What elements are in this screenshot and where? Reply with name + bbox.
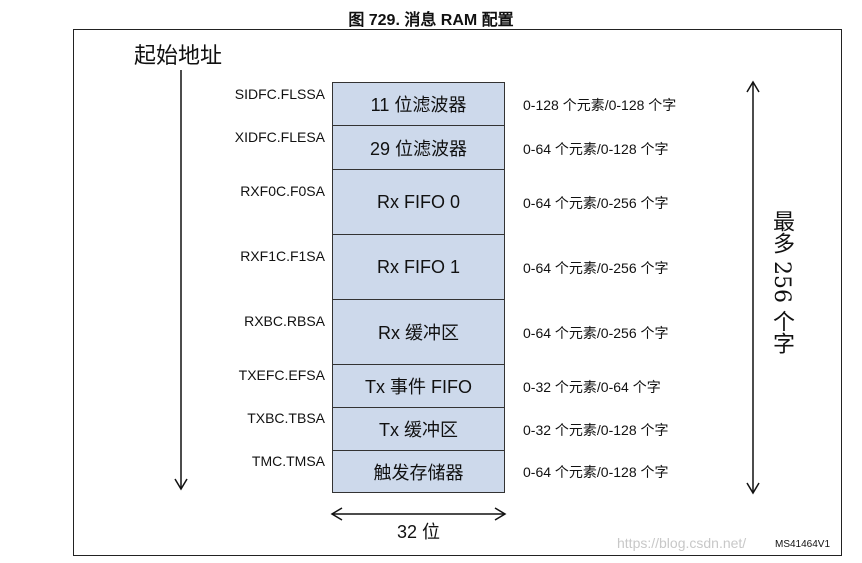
figure-title: 图 729. 消息 RAM 配置 [348, 12, 514, 29]
block-size-label: 0-32 个元素/0-128 个字 [523, 422, 669, 438]
block-size-label: 0-64 个元素/0-256 个字 [523, 195, 669, 211]
ram-block-11bit-filter: 11 位滤波器 [332, 82, 505, 126]
register-label: TXBC.TBSA [247, 410, 325, 426]
register-label: RXF0C.F0SA [240, 183, 325, 199]
block-size-label: 0-64 个元素/0-128 个字 [523, 141, 669, 157]
register-label: RXBC.RBSA [244, 313, 325, 329]
ram-block-29bit-filter: 29 位滤波器 [332, 125, 505, 170]
watermark: https://blog.csdn.net/ [617, 535, 747, 551]
ram-block-tx-event-fifo: Tx 事件 FIFO [332, 364, 505, 408]
ram-block-rx-fifo-0: Rx FIFO 0 [332, 169, 505, 235]
figure-id: MS41464V1 [775, 539, 831, 550]
register-label: TXEFC.EFSA [238, 367, 325, 383]
block-size-label: 0-64 个元素/0-256 个字 [523, 260, 669, 276]
block-size-label: 0-64 个元素/0-128 个字 [523, 464, 669, 480]
ram-block-rx-buffer: Rx 缓冲区 [332, 299, 505, 365]
ram-block-trigger-memory: 触发存储器 [332, 450, 505, 493]
max-size-arrow-bottom-head [746, 482, 760, 495]
register-label: TMC.TMSA [251, 453, 325, 469]
register-label: RXF1C.F1SA [240, 248, 325, 264]
width-label: 32 位 [396, 522, 441, 542]
start-address-label: 起始地址 [134, 44, 223, 69]
block-size-label: 0-32 个元素/0-64 个字 [523, 379, 661, 395]
ram-block-rx-fifo-1: Rx FIFO 1 [332, 234, 505, 300]
max-size-label: 最多 256 个字 [769, 210, 794, 354]
block-size-label: 0-64 个元素/0-256 个字 [523, 325, 669, 341]
ram-block-tx-buffer: Tx 缓冲区 [332, 407, 505, 451]
width-arrow-left-head [330, 507, 343, 521]
max-size-arrow-top-head [746, 80, 760, 93]
block-size-label: 0-128 个元素/0-128 个字 [523, 97, 677, 113]
register-label: SIDFC.FLSSA [234, 86, 325, 102]
register-label: XIDFC.FLESA [234, 129, 325, 145]
address-axis-arrowhead [174, 478, 188, 491]
width-arrow-right-head [494, 507, 507, 521]
figure-frame [73, 29, 842, 556]
